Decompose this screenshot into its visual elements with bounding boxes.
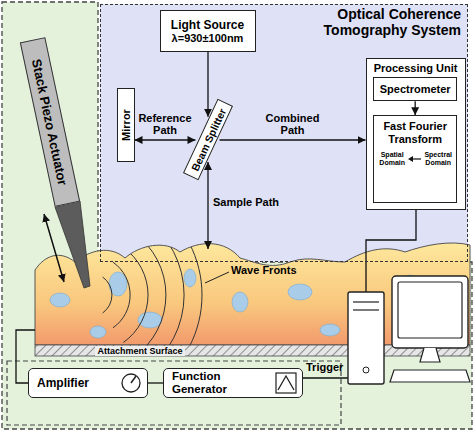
path-label: Sample Path [213,196,279,208]
connector [220,139,366,140]
oct-region-fill [100,4,468,262]
node-text: Optical Coherence Tomography System [271,7,461,38]
surface-label: Attachment Surface [95,346,184,356]
node-text: Amplifier [37,376,89,390]
domain-label: Spectral Domain [422,151,454,166]
generator-fill [163,368,303,398]
function-generator-box: Function Generator [163,368,303,398]
vibration-arrow [44,214,64,282]
leader-line [205,272,229,283]
sample-path-line [207,162,208,249]
node-text: Mirror [120,109,132,141]
node-text: Beam Splitter [188,106,227,172]
signal-name: Trigger [306,361,343,373]
node-text: Fast Fourier Transform [374,120,456,145]
fft-box: Fast Fourier TransformSpatial Domain Spec… [373,115,457,203]
callout-label: Wave Fronts [231,264,297,276]
trigger-wire [303,377,348,378]
wave-fronts [103,203,202,386]
node-text: Light Source [171,18,244,32]
connector [207,52,208,117]
node-text: Processing Unit [374,62,458,74]
domain-row: Spatial Domain Spectral Domain [376,151,454,166]
connector [415,101,416,115]
node-text: λ=930±100nm [172,32,244,44]
light-source-box: Light Sourceλ=930±100nm [160,10,256,52]
connector [148,382,163,383]
connector [135,139,196,140]
computer [348,276,470,384]
domain-arrow [408,155,422,163]
node-text: Spectrometer [380,83,451,95]
processing-unit-box: SpectrometerFast Fourier TransformSpatia… [366,58,466,210]
domain-label: Spatial Domain [376,151,408,166]
piezo-tip [55,201,90,288]
spectrometer-box: Spectrometer [373,77,457,101]
waveform-icon [276,373,296,393]
amplifier-fill [28,368,148,398]
path-label: Combined Path [261,112,325,136]
processing-unit-fill [366,58,466,210]
knob-pointer [131,376,136,383]
knob-icon [122,374,140,392]
beam-splitter: Beam Splitter [182,99,232,181]
signal-panel [7,361,341,425]
mirror-box: Mirror [117,88,135,162]
waveform [278,376,294,390]
path-label: Reference Path [133,112,197,136]
amplifier-box: Amplifier [28,368,148,398]
node-text: Function Generator [172,370,250,395]
